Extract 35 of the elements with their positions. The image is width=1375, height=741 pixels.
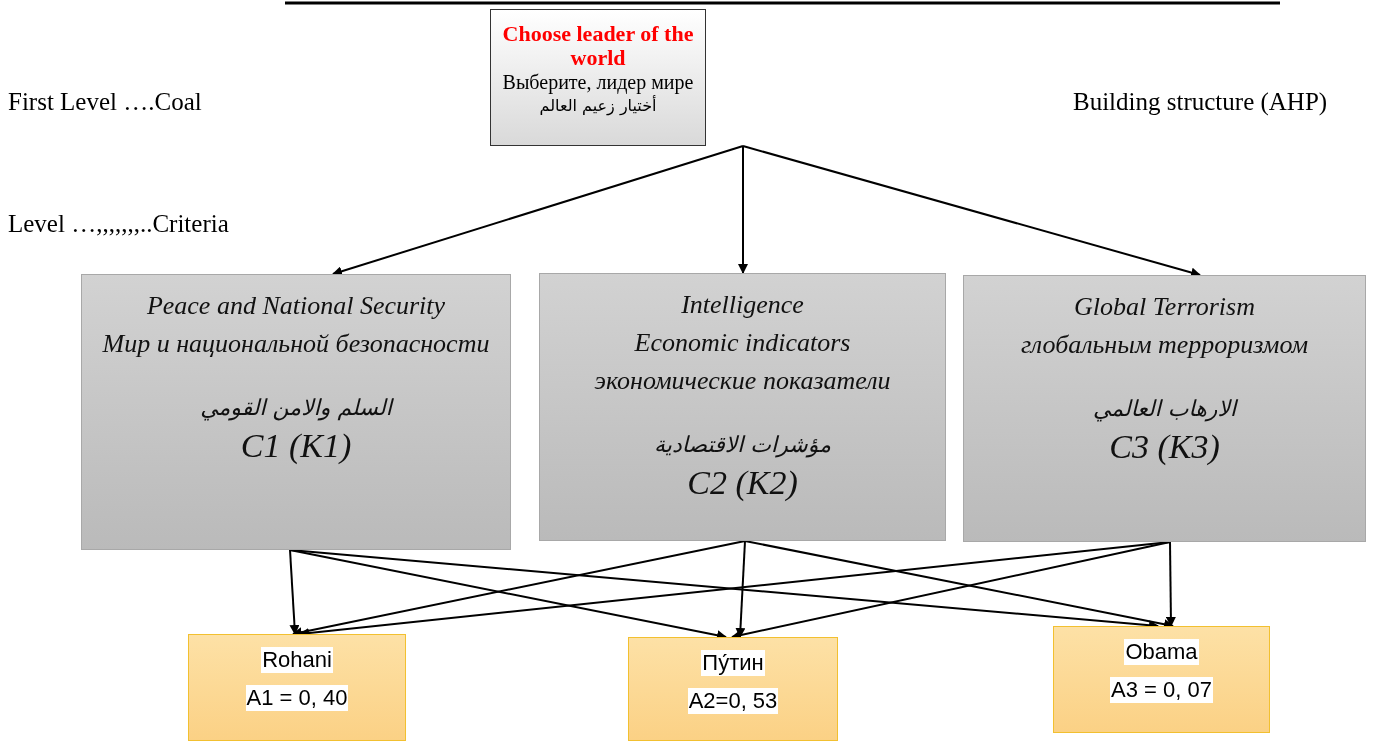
arrow xyxy=(289,549,300,635)
criterion-box xyxy=(963,275,1366,542)
criterion-name: Intelligence xyxy=(680,289,805,321)
criterion-name: Peace and National Security xyxy=(145,290,447,322)
criterion-name: глобальным терроризмом xyxy=(1020,329,1309,361)
criterion-box xyxy=(81,274,511,550)
criterion-code: C3 (K3) xyxy=(1108,428,1221,466)
criterion-code: C2 (K2) xyxy=(686,464,799,502)
criterion-name: مؤشرات الاقتصادية xyxy=(653,431,832,460)
alternative-weight: A2=0, 53 xyxy=(687,688,779,714)
alternative-weight: A1 = 0, 40 xyxy=(245,685,349,711)
alternative-box xyxy=(628,637,838,741)
arrow xyxy=(1165,541,1176,627)
criterion-name: Economic indicators xyxy=(633,327,852,359)
level-label: Level …,,,,,,,..Criteria xyxy=(8,210,229,238)
alternative-name: Obama xyxy=(1124,639,1199,665)
level-label: Building structure (AHP) xyxy=(1073,88,1328,116)
criterion-name: Global Terrorism xyxy=(1073,291,1256,323)
alternative-weight: A3 = 0, 07 xyxy=(1110,677,1213,703)
alternative-name: Rohani xyxy=(261,647,333,673)
criterion-code: C1 (K1) xyxy=(239,427,353,465)
goal-subtitle: أختيار زعيم العالم xyxy=(539,94,657,118)
criterion-name: экономические показатели xyxy=(593,365,892,397)
criterion-box xyxy=(539,273,946,541)
alternative-name: Пу́тин xyxy=(701,650,765,676)
goal-title: Choose leader of the world xyxy=(501,22,695,70)
level-label: First Level ….Coal xyxy=(8,88,202,116)
alternative-box xyxy=(1053,626,1270,733)
criterion-name: الارهاب العالمي xyxy=(1091,395,1239,424)
goal-box xyxy=(490,9,706,146)
alternative-box xyxy=(188,634,406,741)
criterion-name: Мир и национальной безопасности xyxy=(101,328,491,360)
arrow xyxy=(738,145,748,274)
goal-subtitle: Выберите, лидер мире xyxy=(502,70,694,94)
criterion-name: السلم والامن القومي xyxy=(199,394,395,423)
